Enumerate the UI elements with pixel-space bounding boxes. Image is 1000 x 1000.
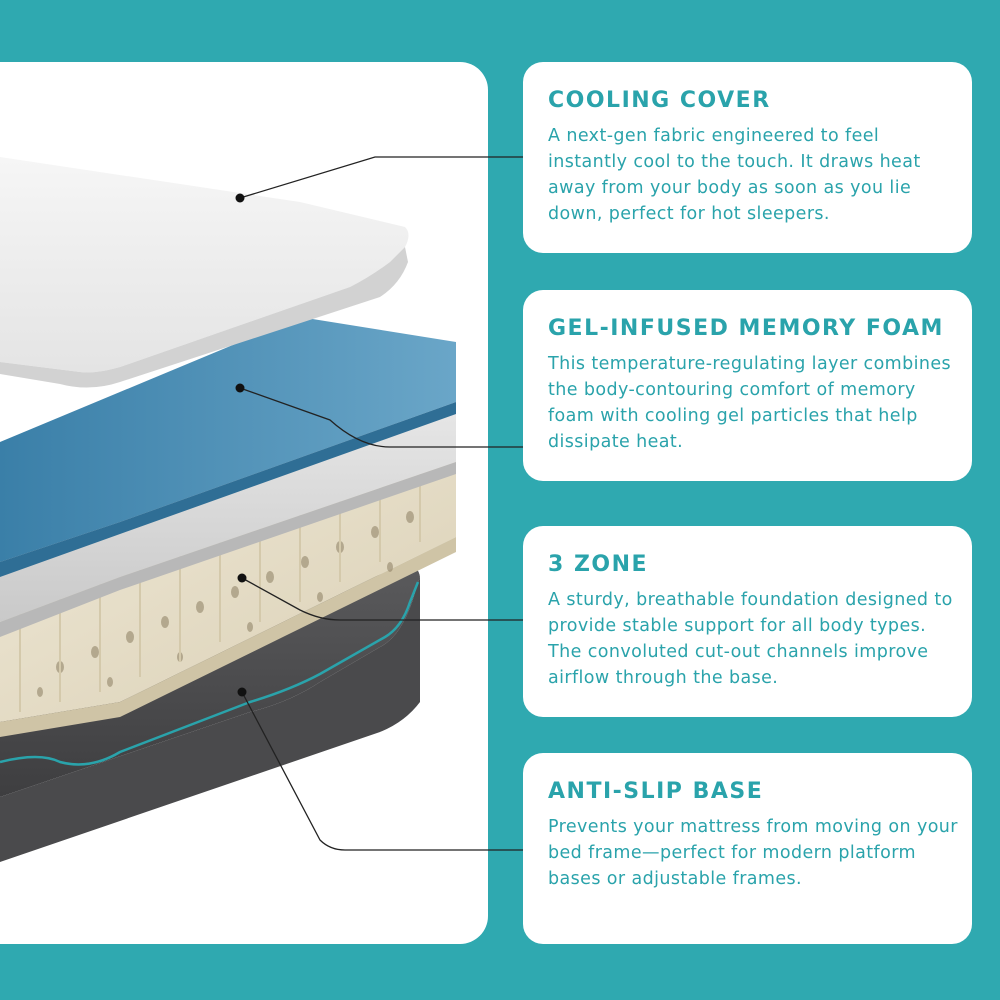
mattress-layers-illustration	[0, 157, 456, 862]
card-title: 3 ZONE	[548, 552, 649, 577]
card-title: ANTI-SLIP BASE	[548, 779, 764, 804]
card-title: GEL-INFUSED MEMORY FOAM	[548, 316, 944, 341]
transition-layer	[0, 412, 456, 637]
card-title: COOLING COVER	[548, 88, 771, 113]
anti-slip-base-card: ANTI-SLIP BASE Prevents your mattress fr…	[523, 753, 972, 944]
cooling-cover-card: COOLING COVER A next-gen fabric engineer…	[523, 62, 972, 253]
three-zone-card: 3 ZONE A sturdy, breathable foundation d…	[523, 526, 972, 717]
card-description: A sturdy, breathable foundation designed…	[548, 590, 953, 688]
card-description: A next-gen fabric engineered to feel ins…	[548, 126, 921, 224]
card-description: This temperature-regulating layer combin…	[548, 354, 952, 452]
cooling-cover-layer	[0, 157, 409, 388]
mattress-layers-image	[0, 62, 488, 944]
gel-memory-foam-card: GEL-INFUSED MEMORY FOAM This temperature…	[523, 290, 972, 481]
card-description: Prevents your mattress from moving on yo…	[548, 817, 958, 889]
